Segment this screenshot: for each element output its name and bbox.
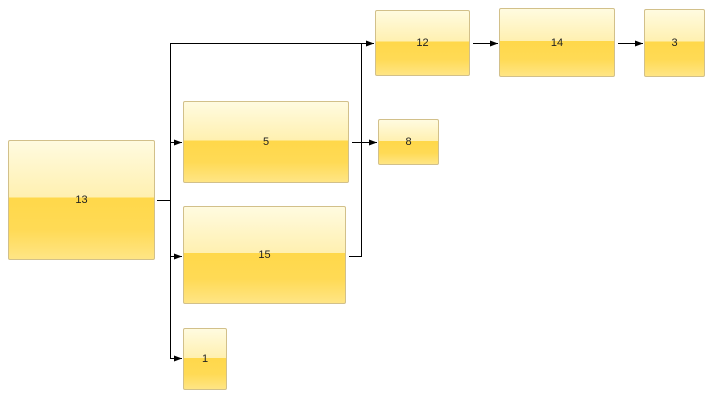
node-label: 5 <box>262 136 270 148</box>
edge-15-12 <box>349 43 362 257</box>
node-13[interactable]: 13 <box>8 140 155 260</box>
node-12[interactable]: 12 <box>375 10 470 76</box>
edge-13-1 <box>170 200 182 362</box>
edge-13-trunk <box>157 40 374 201</box>
node-label: 14 <box>550 36 564 49</box>
node-8[interactable]: 8 <box>378 119 439 165</box>
node-label: 12 <box>416 37 429 49</box>
node-14[interactable]: 14 <box>499 8 615 77</box>
node-15[interactable]: 15 <box>183 206 346 304</box>
node-3[interactable]: 3 <box>644 9 705 77</box>
node-1[interactable]: 1 <box>183 328 227 390</box>
node-label: 3 <box>671 37 678 49</box>
node-label: 8 <box>405 136 412 148</box>
node-label: 15 <box>258 249 271 261</box>
node-label: 1 <box>201 353 209 365</box>
node-5[interactable]: 5 <box>183 101 349 183</box>
node-label: 13 <box>75 194 88 206</box>
